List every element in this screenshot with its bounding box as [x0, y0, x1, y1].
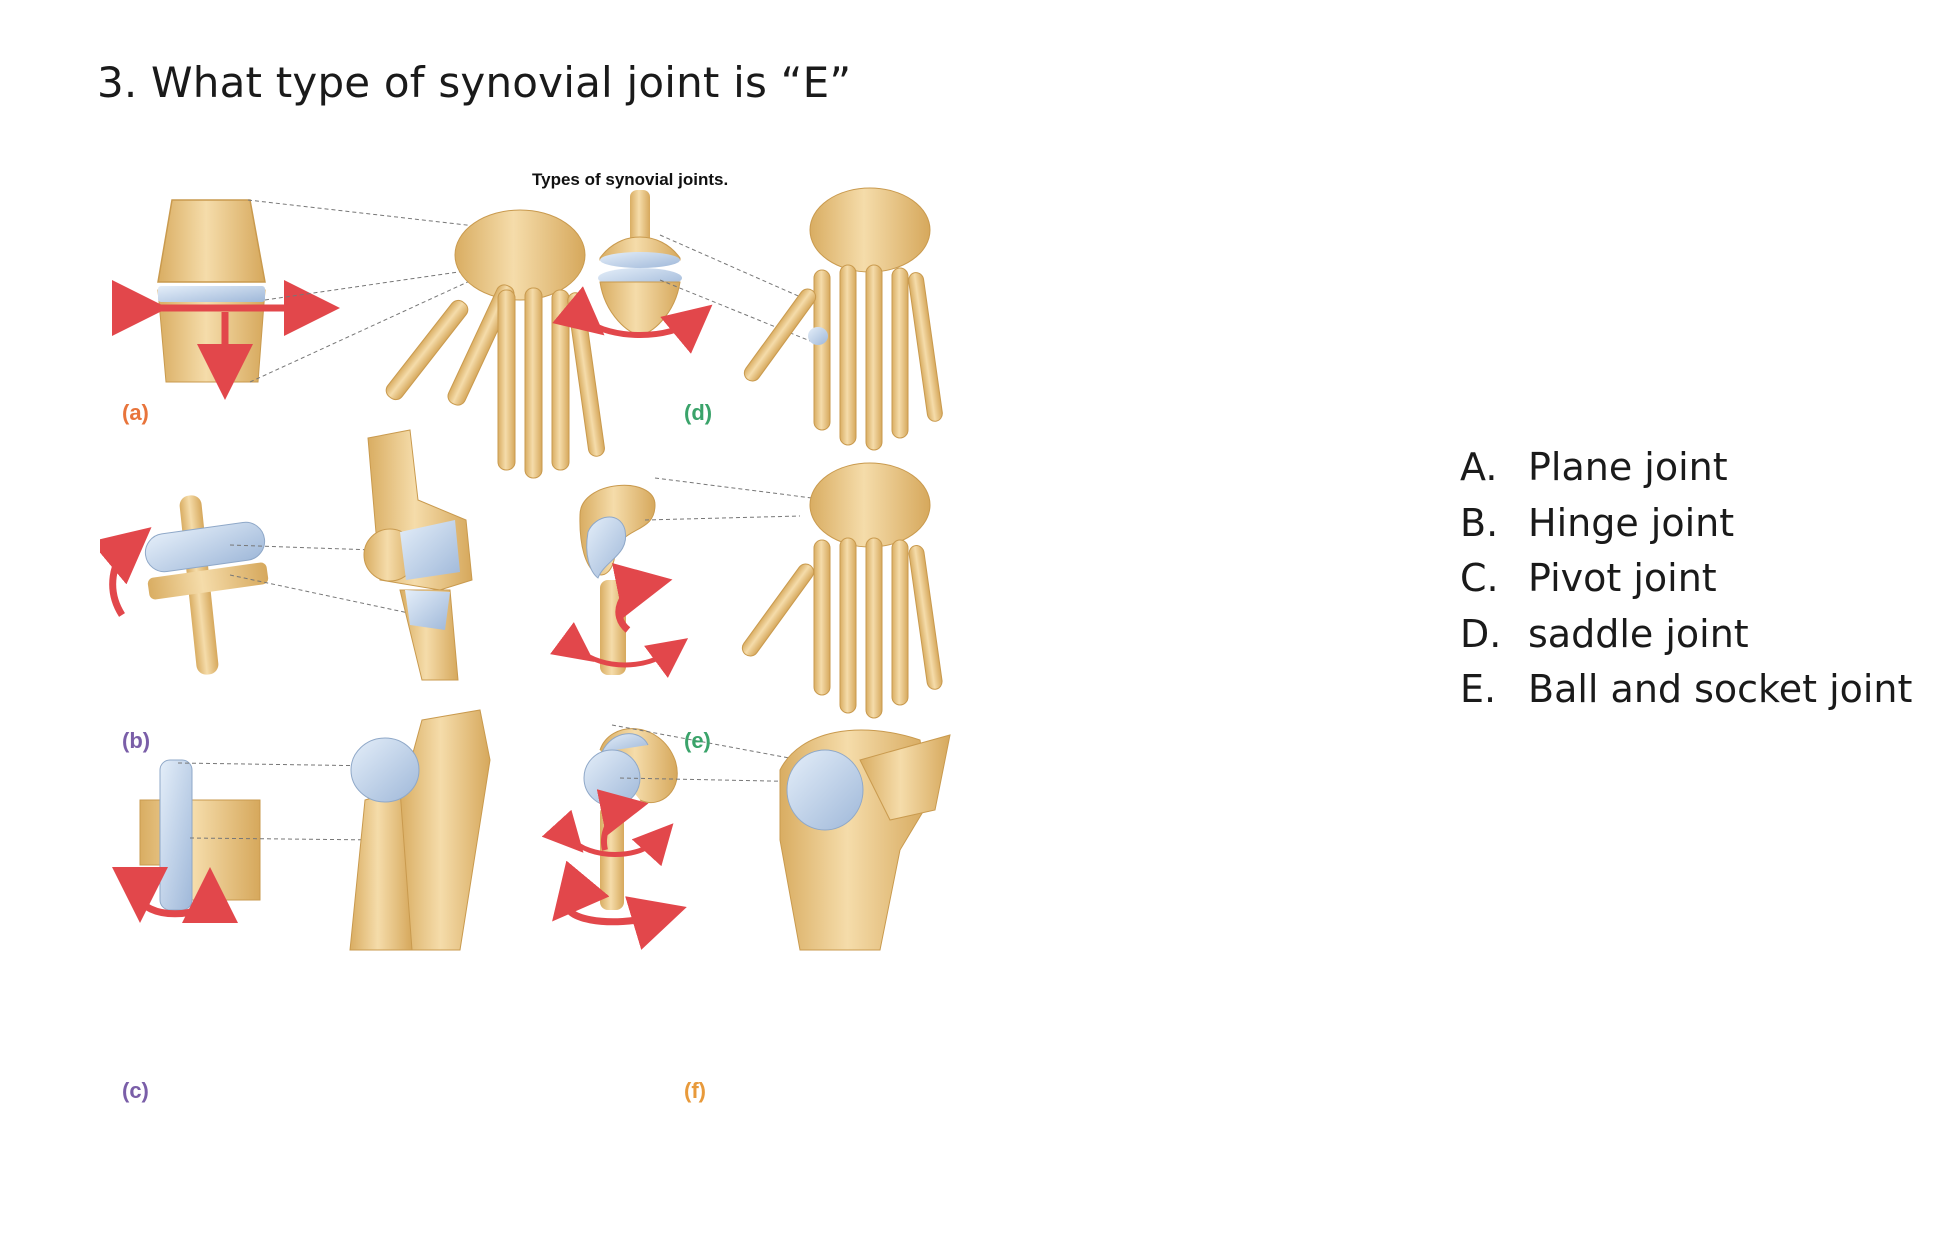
panel-label-d: (d) — [684, 400, 713, 425]
option-c: C.Pivot joint — [1460, 556, 1717, 600]
figure-title: Types of synovial joints. — [532, 170, 729, 189]
panel-label-b: (b) — [122, 728, 151, 753]
option-b: B.Hinge joint — [1460, 500, 1735, 545]
panel-c-pivot-joint-art — [111, 709, 491, 951]
panel-label-c: (c) — [122, 1078, 149, 1103]
panel-label-a: (a) — [122, 400, 149, 425]
panel-label-e: (e) — [684, 728, 711, 753]
panel-label-f: (f) — [684, 1078, 706, 1103]
panel-d-condylar-joint-art — [552, 187, 943, 451]
option-d: D.saddle joint — [1460, 611, 1749, 656]
panel-f-ball-socket-joint-art — [541, 724, 951, 951]
panel-e-saddle-joint-art — [550, 462, 943, 719]
panel-a-plane-joint-art — [112, 199, 605, 479]
panel-b-hinge-joint-art — [100, 429, 473, 681]
option-e: E.Ball and socket joint — [1460, 667, 1913, 711]
synovial-joints-figure: Types of synovial joints. — [100, 160, 1180, 1220]
joint-illustrations — [100, 187, 951, 951]
question-title: 3. What type of synovial joint is “E” — [97, 58, 852, 107]
answer-options: A.Plane joint B.Hinge joint C.Pivot join… — [1460, 440, 1912, 718]
option-a: A.Plane joint — [1460, 445, 1728, 489]
